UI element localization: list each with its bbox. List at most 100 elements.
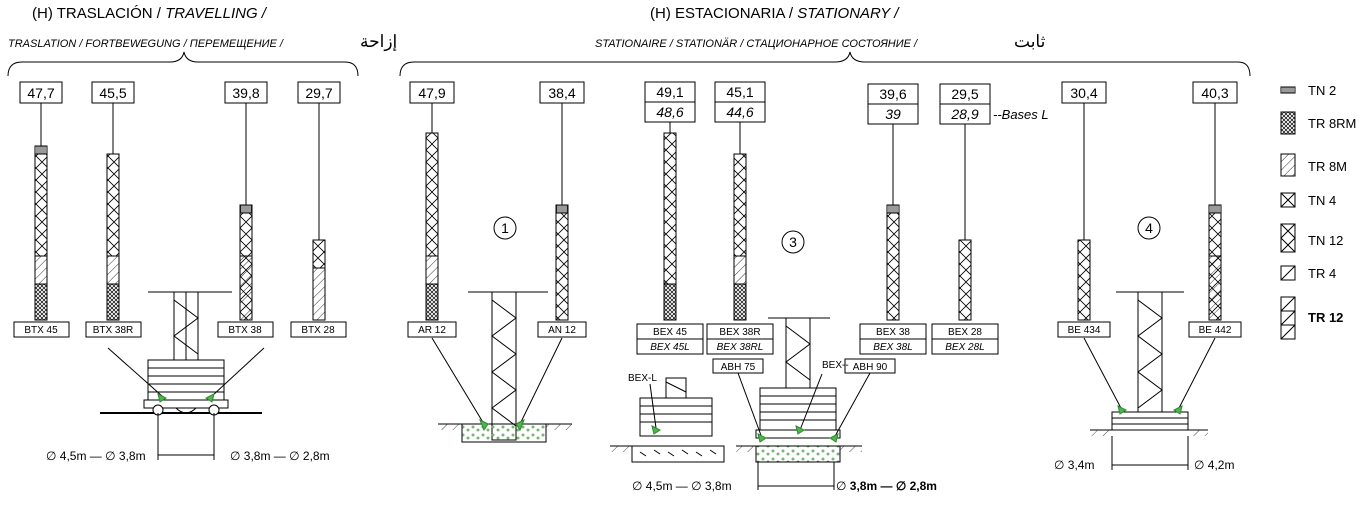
height-value-ar12: 47,9 xyxy=(418,85,445,101)
base-label-bex38r: BEX 38R xyxy=(719,327,760,338)
mast-be442 xyxy=(1208,204,1222,321)
mast-btx38 xyxy=(239,204,253,321)
legend-item-tr4: TR 4 xyxy=(1280,265,1336,281)
height-value-btx28: 29,7 xyxy=(305,85,332,101)
circle-number-4: 4 xyxy=(1145,220,1153,236)
height-box-btx38: 39,8 xyxy=(224,81,268,104)
base-label-btx38: BTX 38 xyxy=(228,325,262,336)
base-label-bex38: BEX 38 xyxy=(876,327,910,338)
bases-l-note: --Bases L xyxy=(993,107,1049,122)
base-label-btx45: BTX 45 xyxy=(24,325,58,336)
height-value-be434: 30,4 xyxy=(1070,85,1097,101)
height-boxes: 47,7 45,5 39,8 29,7 47,9 38,4 49,1 48,6 … xyxy=(19,81,1238,125)
height-value-btx38: 39,8 xyxy=(232,85,259,101)
base-label-bex38l: BEX 38L xyxy=(873,342,912,353)
dimension-travel-left: ∅ 4,5m — ∅ 3,8m xyxy=(46,449,146,463)
bex-base-drawing xyxy=(610,317,871,490)
tr4-icon xyxy=(1280,265,1296,281)
height-box-bex28l: 28,9 xyxy=(939,103,991,125)
legend-label-tr8rm: TR 8RM xyxy=(1308,116,1356,131)
mast-an12 xyxy=(555,204,569,321)
height-box-bex45: 49,1 xyxy=(644,81,696,103)
height-box-btx28: 29,7 xyxy=(297,81,341,104)
mast-btx45 xyxy=(34,145,48,321)
header-stationary: (H) ESTACIONARIA / STATIONARY / STATIONA… xyxy=(595,5,1046,51)
height-value-btx45: 47,7 xyxy=(27,85,54,101)
height-value-bex45l: 48,6 xyxy=(656,104,683,120)
legend-item-tr8rm: TR 8RM xyxy=(1280,111,1356,135)
height-box-bex38: 39,6 xyxy=(867,83,919,105)
height-box-be434: 30,4 xyxy=(1061,81,1107,104)
header-stationary-subtitle: STATIONAIRE / STATIONÄR / СТАЦИОНАРНОЕ С… xyxy=(595,38,918,50)
dimension-stationary-right: ∅ 3,8m — ∅ 2,8m xyxy=(836,479,937,493)
header-travelling-subtitle: TRASLATION / FORTBEWEGUNG / ПЕРЕМЕЩЕНИЕ … xyxy=(8,38,284,50)
header-stationary-subtitle-arabic: ثابت xyxy=(1014,32,1046,51)
height-value-bex28l: 28,9 xyxy=(950,106,978,122)
height-value-bex28: 29,5 xyxy=(951,86,978,102)
mast-be434 xyxy=(1077,239,1091,321)
height-box-ar12: 47,9 xyxy=(409,81,455,104)
base-label-btx28: BTX 28 xyxy=(301,325,335,336)
dimension-labels: ∅ 4,5m — ∅ 3,8m ∅ 3,8m — ∅ 2,8m ∅ 4,5m —… xyxy=(46,449,1234,493)
base-label-ar12: AR 12 xyxy=(418,325,446,336)
legend-item-tn4: TN 4 xyxy=(1280,192,1336,208)
base-labels: BTX 45 BTX 38R BTX 38 BTX 28 AR 12 AN 12… xyxy=(13,321,1242,384)
legend-item-tr8m: TR 8M xyxy=(1280,153,1347,177)
height-box-btx38r: 45,5 xyxy=(91,81,135,104)
header-travelling: (H) TRASLACIÓN / TRAVELLING / TRASLATION… xyxy=(8,5,397,52)
height-value-bex38rl: 44,6 xyxy=(726,104,753,120)
travelling-base-drawing xyxy=(100,291,265,460)
mast-bex45 xyxy=(663,132,677,321)
mast-bex38 xyxy=(886,204,900,321)
brace-travelling xyxy=(7,51,359,77)
header-stationary-title: (H) ESTACIONARIA / STATIONARY / xyxy=(650,5,900,22)
legend-item-tn2: TN 2 xyxy=(1280,83,1336,98)
legend-item-tr12: TR 12 xyxy=(1280,296,1343,340)
tn2-icon xyxy=(1280,86,1296,94)
height-box-btx45: 47,7 xyxy=(19,81,63,104)
base-label-bex38rl: BEX 38RL xyxy=(717,342,764,353)
dimension-travel-right: ∅ 3,8m — ∅ 2,8m xyxy=(230,449,330,463)
be-base-drawing xyxy=(1083,291,1216,470)
height-box-bex45l: 48,6 xyxy=(644,101,696,123)
legend-label-tr12: TR 12 xyxy=(1308,310,1343,325)
circle-number-1: 1 xyxy=(501,220,509,236)
dimension-stationary-left: ∅ 4,5m — ∅ 3,8m xyxy=(632,479,732,493)
height-value-bex45: 49,1 xyxy=(656,84,683,100)
legend-label-tr4: TR 4 xyxy=(1308,266,1336,281)
base-label-bex28l: BEX 28L xyxy=(945,342,984,353)
base-label-be434: BE 434 xyxy=(1068,325,1101,336)
tn12-icon xyxy=(1280,223,1296,253)
base-label-an12: AN 12 xyxy=(548,325,576,336)
ar-an-foundation-drawing xyxy=(431,291,572,443)
height-value-bex38: 39,6 xyxy=(879,86,906,102)
mast-ar12 xyxy=(425,132,439,321)
tn4-icon xyxy=(1280,192,1296,208)
base-label-bex45l: BEX 45L xyxy=(650,342,689,353)
header-travelling-title: (H) TRASLACIÓN / TRAVELLING / xyxy=(32,5,268,22)
header-travelling-subtitle-arabic: إزاحة xyxy=(360,32,397,52)
base-label-abh90: ABH 90 xyxy=(853,362,888,373)
circle-markers: 1 3 4 xyxy=(493,216,1161,254)
height-box-bex38rl: 44,6 xyxy=(714,101,766,123)
base-label-bex28: BEX 28 xyxy=(948,327,982,338)
base-label-btx38r: BTX 38R xyxy=(93,325,134,336)
height-box-bex38r: 45,1 xyxy=(714,81,766,103)
height-value-btx38r: 45,5 xyxy=(99,85,126,101)
dimension-be-left: ∅ 3,4m xyxy=(1054,458,1094,472)
mast-bex28 xyxy=(958,239,972,321)
height-box-be442: 40,3 xyxy=(1192,81,1238,104)
height-box-an12: 38,4 xyxy=(539,81,585,104)
base-label-abh75: ABH 75 xyxy=(721,362,756,373)
legend-label-tn12: TN 12 xyxy=(1308,233,1343,248)
tr8m-icon xyxy=(1280,153,1296,177)
mast-btx28 xyxy=(312,239,326,321)
dimension-be-right: ∅ 4,2m xyxy=(1194,458,1234,472)
base-label-be442: BE 442 xyxy=(1199,325,1232,336)
legend: TN 2 TR 8RM TR 8M TN 4 TN 12 xyxy=(1280,83,1356,340)
base-label-bex45: BEX 45 xyxy=(653,327,687,338)
legend-label-tn2: TN 2 xyxy=(1308,83,1336,98)
base-label-bexdash: BEX-- xyxy=(822,360,849,371)
